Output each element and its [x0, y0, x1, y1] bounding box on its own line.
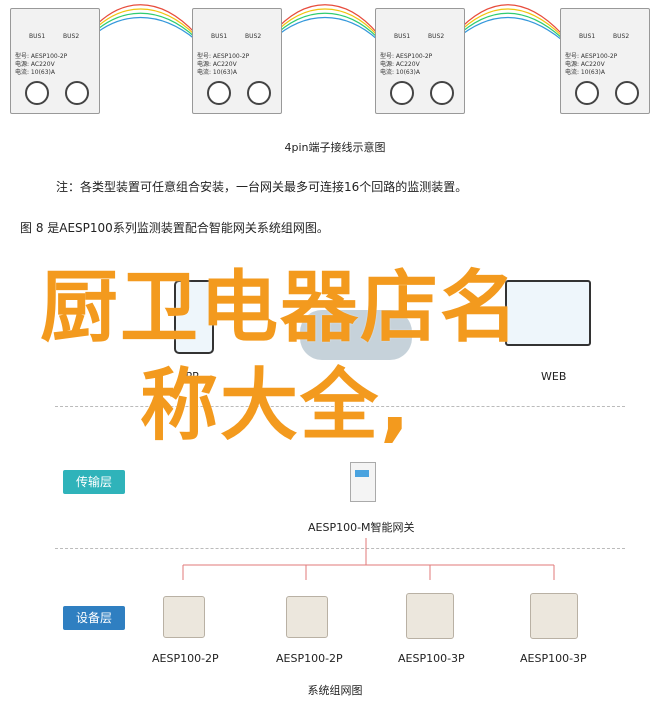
current-label: 电流: 10(63)A	[380, 69, 420, 76]
figure-title: 图 8 是AESP100系列监测装置配合智能网关系统组网图。	[20, 221, 329, 235]
bus2-label: BUS2	[245, 33, 262, 40]
terminal-circle	[65, 81, 89, 105]
bus2-label: BUS2	[63, 33, 80, 40]
terminal-circle	[390, 81, 414, 105]
monitor-icon	[505, 280, 591, 346]
power-label: 电源: AC220V	[197, 61, 237, 68]
device-label: AESP100-2P	[152, 652, 219, 665]
terminal-circle	[615, 81, 639, 105]
device-module-3: BUS1 BUS2 型号: AESP100-2P 电源: AC220V 电流: …	[375, 8, 465, 114]
bus1-label: BUS1	[29, 33, 46, 40]
model-label: 型号: AESP100-2P	[565, 53, 618, 60]
gateway-device-icon	[350, 462, 376, 502]
wiring-caption: 4pin端子接线示意图	[284, 141, 386, 154]
device-module-1: BUS1 BUS2 型号: AESP100-2P 电源: AC220V 电流: …	[10, 8, 100, 114]
device-module-4: BUS1 BUS2 型号: AESP100-2P 电源: AC220V 电流: …	[560, 8, 650, 114]
device-label: AESP100-2P	[276, 652, 343, 665]
phone-icon	[174, 280, 214, 354]
overlay-title-line1: 厨卫电器店名	[40, 263, 521, 353]
device-label: AESP100-3P	[520, 652, 587, 665]
wiring-diagram: BUS1 BUS2 型号: AESP100-2P 电源: AC220V 电流: …	[0, 0, 670, 130]
device-module-2: BUS1 BUS2 型号: AESP100-2P 电源: AC220V 电流: …	[192, 8, 282, 114]
bus2-label: BUS2	[428, 33, 445, 40]
power-label: 电源: AC220V	[565, 61, 605, 68]
connector-lines	[182, 538, 555, 580]
device-layer-badge: 设备层	[63, 606, 125, 630]
model-label: 型号: AESP100-2P	[380, 53, 433, 60]
bus1-label: BUS1	[211, 33, 228, 40]
terminal-circle	[25, 81, 49, 105]
terminal-circle	[247, 81, 271, 105]
cloud-server-icon	[300, 310, 412, 360]
power-label: 电源: AC220V	[15, 61, 55, 68]
bus2-label: BUS2	[613, 33, 630, 40]
meter-device-icon	[530, 593, 578, 639]
terminal-circle	[575, 81, 599, 105]
network-diagram: APP WEB 传输层 AESP100-M智能网关 设备层 AESP100-2P…	[0, 250, 670, 705]
app-label: APP	[178, 370, 199, 383]
current-label: 电流: 10(63)A	[565, 69, 605, 76]
diagram-caption: 系统组网图	[307, 684, 363, 697]
model-label: 型号: AESP100-2P	[15, 53, 68, 60]
current-label: 电流: 10(63)A	[197, 69, 237, 76]
web-label: WEB	[541, 370, 567, 383]
terminal-circle	[207, 81, 231, 105]
power-label: 电源: AC220V	[380, 61, 420, 68]
gateway-screen-icon	[355, 470, 369, 477]
overlay-title-line2: 称大全,	[140, 361, 412, 451]
meter-device-icon	[286, 596, 328, 638]
current-label: 电流: 10(63)A	[15, 69, 55, 76]
layer-divider	[55, 548, 625, 549]
meter-device-icon	[406, 593, 454, 639]
terminal-circle	[430, 81, 454, 105]
meter-device-icon	[163, 596, 205, 638]
bus1-label: BUS1	[579, 33, 596, 40]
transmission-layer-badge: 传输层	[63, 470, 125, 494]
note-text: 注：各类型装置可任意组合安装，一台网关最多可连接16个回路的监测装置。	[56, 180, 468, 194]
device-label: AESP100-3P	[398, 652, 465, 665]
model-label: 型号: AESP100-2P	[197, 53, 250, 60]
layer-divider	[55, 406, 625, 407]
bus1-label: BUS1	[394, 33, 411, 40]
gateway-label: AESP100-M智能网关	[308, 521, 415, 534]
